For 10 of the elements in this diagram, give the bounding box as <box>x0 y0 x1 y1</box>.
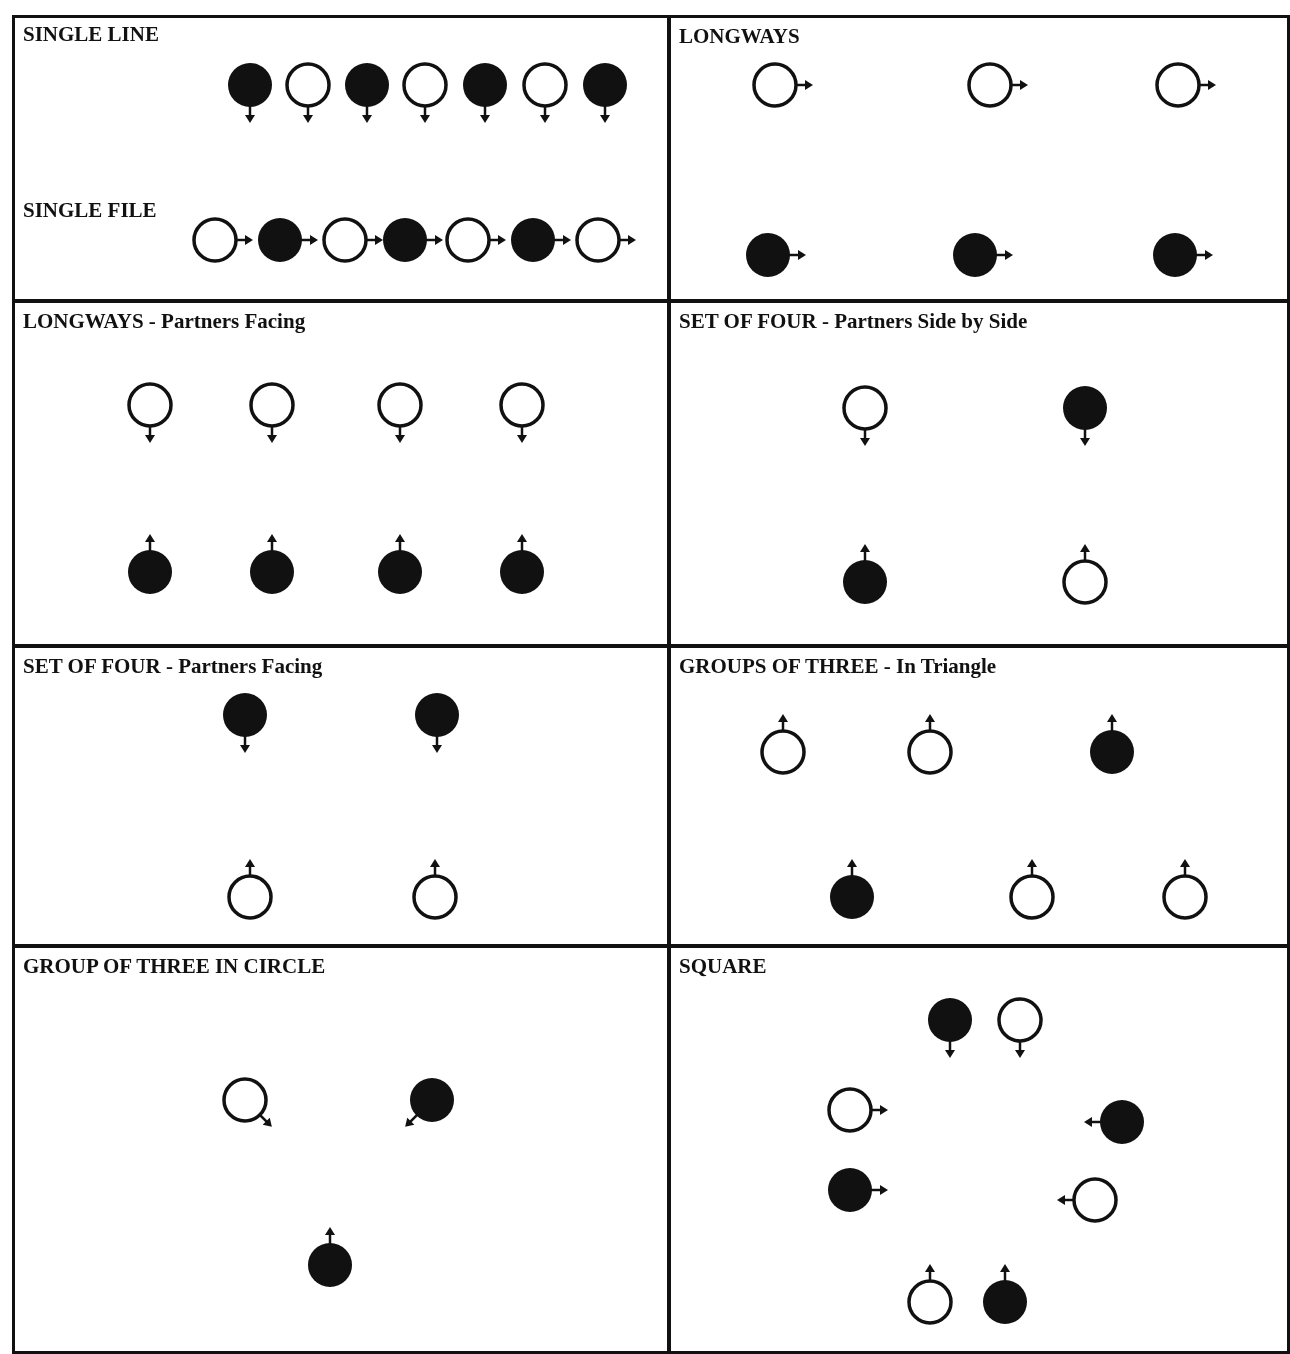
formation-panel <box>668 945 1290 1354</box>
formation-title: SINGLE LINE <box>23 22 159 47</box>
formation-title: GROUP OF THREE IN CIRCLE <box>23 954 326 979</box>
formation-title: SINGLE FILE <box>23 198 157 223</box>
formation-title: SQUARE <box>679 954 767 979</box>
formation-title: LONGWAYS <box>679 24 800 49</box>
formation-title: GROUPS OF THREE - In Triangle <box>679 654 997 679</box>
formation-title: SET OF FOUR - Partners Side by Side <box>679 309 1028 334</box>
formation-title: LONGWAYS - Partners Facing <box>23 309 306 334</box>
formation-title: SET OF FOUR - Partners Facing <box>23 654 323 679</box>
